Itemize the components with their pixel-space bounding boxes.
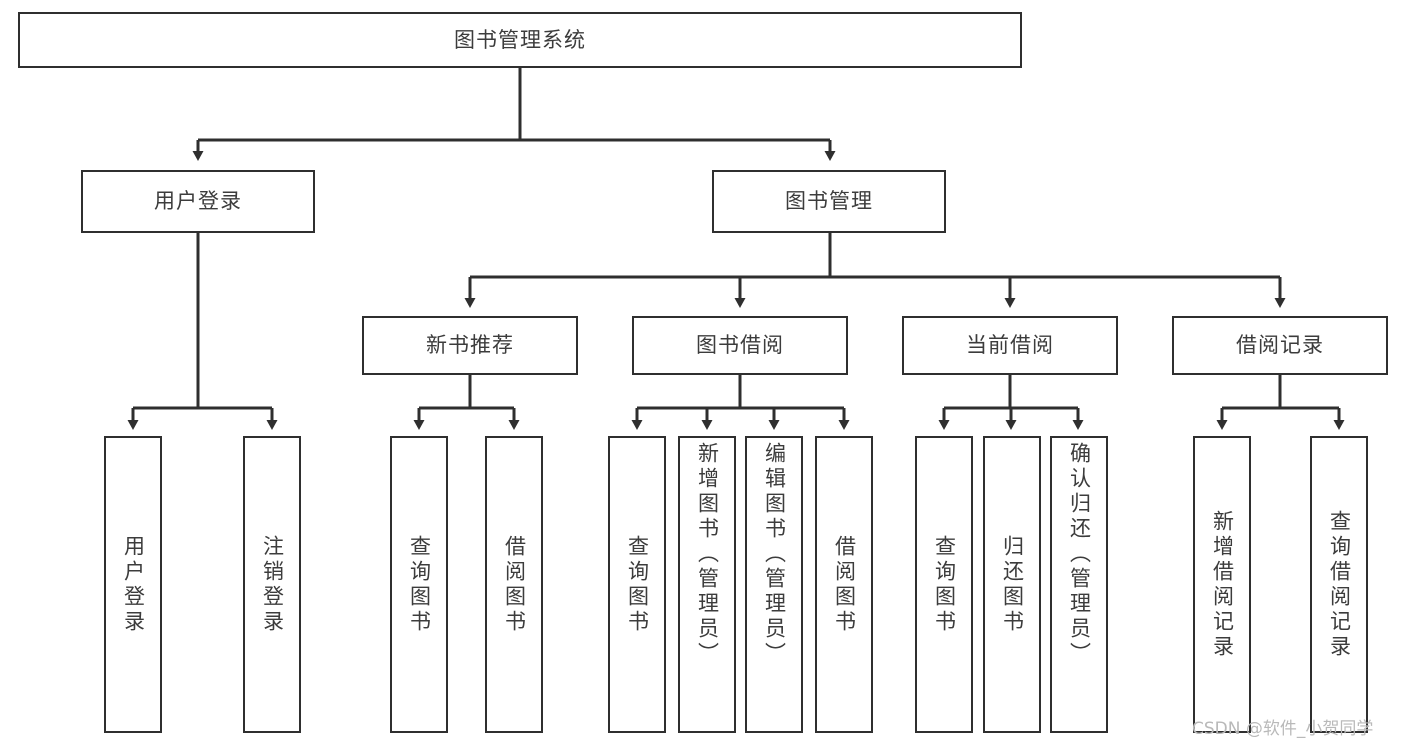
node-label: 确认归还（管理员） [1067, 442, 1092, 667]
node-label: 归还图书 [1000, 534, 1025, 635]
node-label: 图书管理系统 [454, 27, 586, 52]
node-label: 查询借阅记录 [1327, 509, 1352, 660]
leaf-add-book-admin[interactable]: 新增图书（管理员） [678, 436, 736, 733]
node-new-book-recommend[interactable]: 新书推荐 [362, 316, 578, 375]
node-label: 借阅记录 [1236, 333, 1324, 358]
node-label: 编辑图书（管理员） [762, 442, 787, 667]
node-label: 借阅图书 [832, 534, 857, 635]
leaf-query-book-current[interactable]: 查询图书 [915, 436, 973, 733]
node-label: 用户登录 [154, 189, 242, 214]
node-label: 新书推荐 [426, 333, 514, 358]
leaf-add-borrow-record[interactable]: 新增借阅记录 [1193, 436, 1251, 733]
leaf-query-book-recommend[interactable]: 查询图书 [390, 436, 448, 733]
node-label: 查询图书 [932, 534, 957, 635]
node-label: 用户登录 [121, 534, 146, 635]
watermark-csdn: CSDN @软件_小贺同学 [1192, 719, 1374, 739]
leaf-borrow-book-recommend[interactable]: 借阅图书 [485, 436, 543, 733]
node-label: 注销登录 [260, 534, 285, 635]
node-book-borrow[interactable]: 图书借阅 [632, 316, 848, 375]
node-book-management[interactable]: 图书管理 [712, 170, 946, 233]
node-label: 借阅图书 [502, 534, 527, 635]
leaf-logout-login[interactable]: 注销登录 [243, 436, 301, 733]
node-label: 新增借阅记录 [1210, 509, 1235, 660]
node-root-book-management-system[interactable]: 图书管理系统 [18, 12, 1022, 68]
node-label: 查询图书 [407, 534, 432, 635]
leaf-user-login[interactable]: 用户登录 [104, 436, 162, 733]
node-current-borrow[interactable]: 当前借阅 [902, 316, 1118, 375]
leaf-return-book[interactable]: 归还图书 [983, 436, 1041, 733]
node-label: 当前借阅 [966, 333, 1054, 358]
node-label: 查询图书 [625, 534, 650, 635]
node-user-login[interactable]: 用户登录 [81, 170, 315, 233]
leaf-edit-book-admin[interactable]: 编辑图书（管理员） [745, 436, 803, 733]
node-label: 新增图书（管理员） [695, 442, 720, 667]
leaf-query-borrow-record[interactable]: 查询借阅记录 [1310, 436, 1368, 733]
node-label: 图书管理 [785, 189, 873, 214]
leaf-confirm-return-admin[interactable]: 确认归还（管理员） [1050, 436, 1108, 733]
leaf-query-book-borrow[interactable]: 查询图书 [608, 436, 666, 733]
node-label: 图书借阅 [696, 333, 784, 358]
leaf-borrow-book[interactable]: 借阅图书 [815, 436, 873, 733]
node-borrow-record[interactable]: 借阅记录 [1172, 316, 1388, 375]
